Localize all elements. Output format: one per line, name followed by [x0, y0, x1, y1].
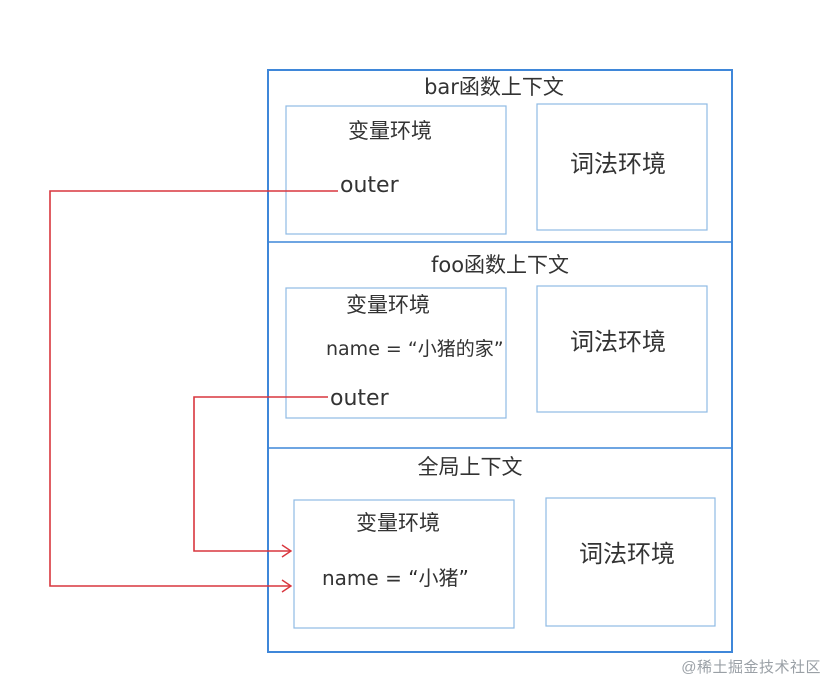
bar-lexical-env-label: 词法环境 — [570, 150, 666, 178]
foo-outer-text: outer — [330, 386, 390, 411]
bar-outer-arrowhead — [281, 579, 293, 593]
bar-variable-env-label: 变量环境 — [348, 119, 432, 143]
context-stack-box — [267, 69, 733, 653]
global-variable-env-box — [293, 499, 515, 629]
bar-lexical-env-box — [536, 103, 708, 231]
foo-context-title: foo函数上下文 — [431, 253, 569, 277]
foo-lexical-env-box — [536, 285, 708, 413]
foo-variable-env-label: 变量环境 — [346, 293, 430, 317]
foo-name-assignment: name = “小猪的家” — [326, 338, 504, 360]
global-name-assignment: name = “小猪” — [322, 566, 469, 590]
bar-outer-arrow — [49, 190, 338, 587]
bar-context-title: bar函数上下文 — [424, 75, 564, 99]
watermark: @稀土掘金技术社区 — [681, 659, 821, 676]
foo-variable-env-box — [285, 287, 507, 419]
foo-lexical-env-label: 词法环境 — [570, 328, 666, 356]
global-lexical-env-label: 词法环境 — [579, 540, 675, 568]
bar-variable-env-box — [285, 105, 507, 235]
global-lexical-env-box — [545, 497, 716, 627]
foo-outer-arrowhead — [281, 544, 293, 558]
bar-outer-text: outer — [340, 173, 400, 198]
foo-outer-arrow — [193, 396, 328, 552]
global-context-title: 全局上下文 — [418, 455, 523, 479]
global-variable-env-label: 变量环境 — [356, 511, 440, 535]
